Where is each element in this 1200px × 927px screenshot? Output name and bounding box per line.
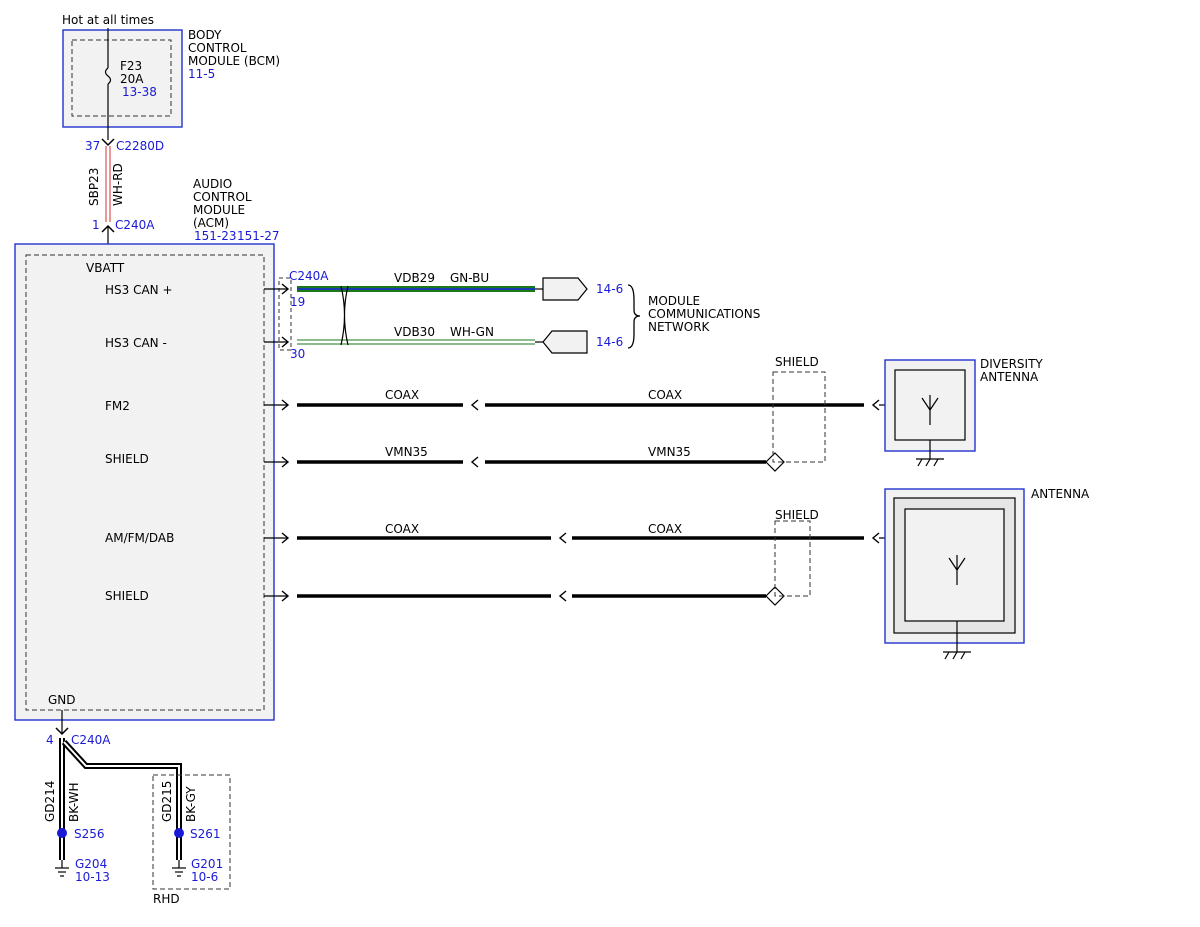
antenna-icon: [948, 555, 966, 585]
acm-vbatt: VBATT: [86, 261, 125, 275]
network-line-1: MODULE: [648, 294, 700, 308]
amfm-coax-wire: [264, 532, 905, 544]
can-connector[interactable]: C240A: [289, 269, 329, 283]
fm2-coax-left-label: COAX: [385, 388, 419, 402]
hot-at-all-times-label: Hot at all times: [62, 13, 154, 27]
gd214-circuit: GD214: [43, 781, 57, 822]
ground-g201[interactable]: G201: [191, 857, 223, 871]
can-lo-circuit: VDB30: [394, 325, 435, 339]
shield1-right-label: VMN35: [648, 445, 691, 459]
pin-hs3-can-plus: HS3 CAN +: [105, 283, 173, 297]
can-hi-color: GN-BU: [450, 271, 489, 285]
acm-gnd: GND: [48, 693, 76, 707]
diversity-antenna: [884, 359, 976, 467]
acm-pin-1[interactable]: 1: [92, 218, 100, 232]
connector-chevron-icon: [55, 727, 69, 736]
ground-connector[interactable]: C240A: [71, 733, 111, 747]
acm-name-line-2: CONTROL: [193, 190, 252, 204]
fuse-rating: 20A: [120, 72, 144, 86]
shield1-wire: [264, 371, 826, 472]
can-lo-wire: [264, 330, 588, 354]
antenna-icon: [921, 395, 939, 425]
gd214-color: BK-WH: [67, 782, 81, 822]
ground-g204[interactable]: G204: [75, 857, 107, 871]
fm2-coax-right-label: COAX: [648, 388, 682, 402]
ground-g201-ref[interactable]: 10-6: [191, 870, 218, 884]
gd215-color: BK-GY: [184, 786, 198, 822]
shield-label-2: SHIELD: [775, 508, 819, 522]
acm-name-line-3: MODULE: [193, 203, 245, 217]
can-pin-lo[interactable]: 30: [290, 347, 305, 361]
acm-module: [14, 243, 275, 721]
twisted-pair-icon: [340, 285, 349, 346]
feed-circuit: SBP23: [87, 168, 101, 206]
acm-ref-1[interactable]: 151-23: [194, 229, 237, 243]
antenna-name: ANTENNA: [1031, 487, 1090, 501]
network-line-3: NETWORK: [648, 320, 711, 334]
diversity-antenna-name-1: DIVERSITY: [980, 357, 1043, 371]
acm-connector-feed[interactable]: C240A: [115, 218, 155, 232]
network-brace-icon: [627, 284, 641, 349]
connector-chevron-icon: [101, 138, 115, 147]
pin-am-fm-dab: AM/FM/DAB: [105, 531, 174, 545]
fuse-name: F23: [120, 59, 142, 73]
amfm-coax-left-label: COAX: [385, 522, 419, 536]
shield-label-1: SHIELD: [775, 355, 819, 369]
fm2-coax-wire: [264, 399, 895, 411]
acm-name-line-1: AUDIO: [193, 177, 232, 191]
ground-wires: [55, 738, 231, 890]
feed-color: WH-RD: [111, 163, 125, 206]
can-hi-ref[interactable]: 14-6: [596, 282, 623, 296]
splice-s261[interactable]: S261: [190, 827, 221, 841]
shield-outline-2: [774, 520, 811, 597]
antenna-module: [884, 488, 1025, 660]
shield2-wire: [264, 520, 811, 606]
can-lo-arrow-icon: [542, 330, 588, 354]
ground-g204-ref[interactable]: 10-13: [75, 870, 110, 884]
bcm-ref[interactable]: 11-5: [188, 67, 215, 81]
ground-pin[interactable]: 4: [46, 733, 54, 747]
can-hi-circuit: VDB29: [394, 271, 435, 285]
pin-hs3-can-minus: HS3 CAN -: [105, 336, 167, 350]
fuse-ref[interactable]: 13-38: [122, 85, 157, 99]
bcm-pin[interactable]: 37: [85, 139, 100, 153]
can-hi-arrow-icon: [542, 277, 588, 301]
gd215-circuit: GD215: [160, 781, 174, 822]
shield1-left-label: VMN35: [385, 445, 428, 459]
can-pin-hi[interactable]: 19: [290, 295, 305, 309]
splice-s261-icon: [174, 828, 184, 838]
bcm-module: F23 20A 13-38: [62, 29, 183, 140]
bcm-name-line-1: BODY: [188, 28, 222, 42]
can-hi-wire: [264, 277, 588, 301]
bcm-name-line-2: CONTROL: [188, 41, 247, 55]
feed-wire: [105, 146, 111, 222]
splice-s256-icon: [57, 828, 67, 838]
acm-name-line-4: (ACM): [193, 216, 229, 230]
fuse-icon: [104, 67, 112, 85]
acm-ref-2[interactable]: 151-27: [237, 229, 280, 243]
splice-s256[interactable]: S256: [74, 827, 105, 841]
bcm-connector[interactable]: C2280D: [116, 139, 164, 153]
can-lo-color: WH-GN: [450, 325, 494, 339]
network-line-2: COMMUNICATIONS: [648, 307, 760, 321]
pin-shield-1: SHIELD: [105, 452, 149, 466]
pin-fm2: FM2: [105, 399, 130, 413]
amfm-coax-right-label: COAX: [648, 522, 682, 536]
diversity-antenna-name-2: ANTENNA: [980, 370, 1039, 384]
can-lo-ref[interactable]: 14-6: [596, 335, 623, 349]
rhd-label: RHD: [153, 892, 180, 906]
pin-shield-2: SHIELD: [105, 589, 149, 603]
shield-outline-1: [772, 371, 826, 463]
bcm-name-line-3: MODULE (BCM): [188, 54, 280, 68]
rhd-outline: [152, 774, 231, 890]
